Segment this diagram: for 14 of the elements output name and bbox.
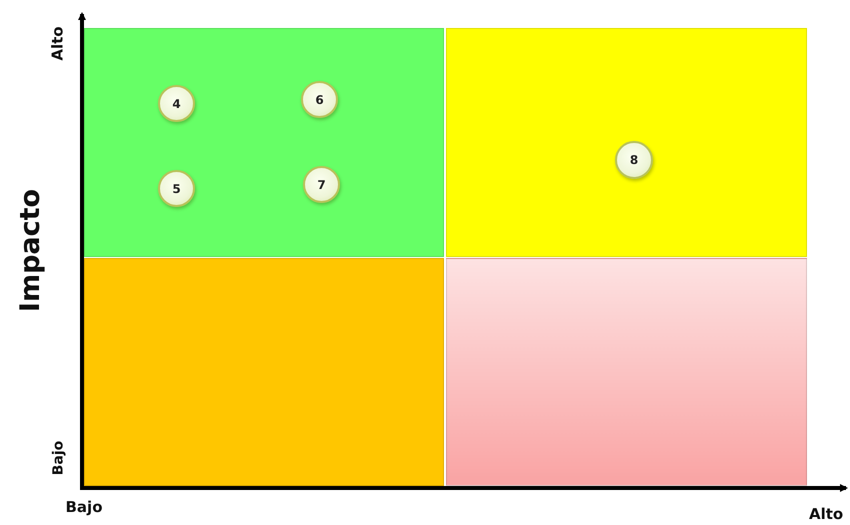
axis-label: Alto — [809, 506, 844, 522]
numbered-circle: 5 — [158, 170, 195, 207]
axis-label: Bajo — [50, 440, 65, 476]
quadrant-box — [84, 28, 444, 257]
quadrant-box — [446, 28, 807, 257]
axis-label: Bajo — [66, 500, 103, 514]
numbered-circle: 4 — [158, 85, 195, 122]
quadrant-box — [446, 258, 807, 486]
axis-label: Impacto — [16, 188, 44, 312]
numbered-circle: 6 — [301, 81, 338, 118]
quadrant-box — [84, 258, 444, 486]
numbered-circle: 7 — [303, 166, 340, 203]
axis-label: Alto — [50, 26, 66, 60]
numbered-circle: 8 — [615, 141, 653, 179]
